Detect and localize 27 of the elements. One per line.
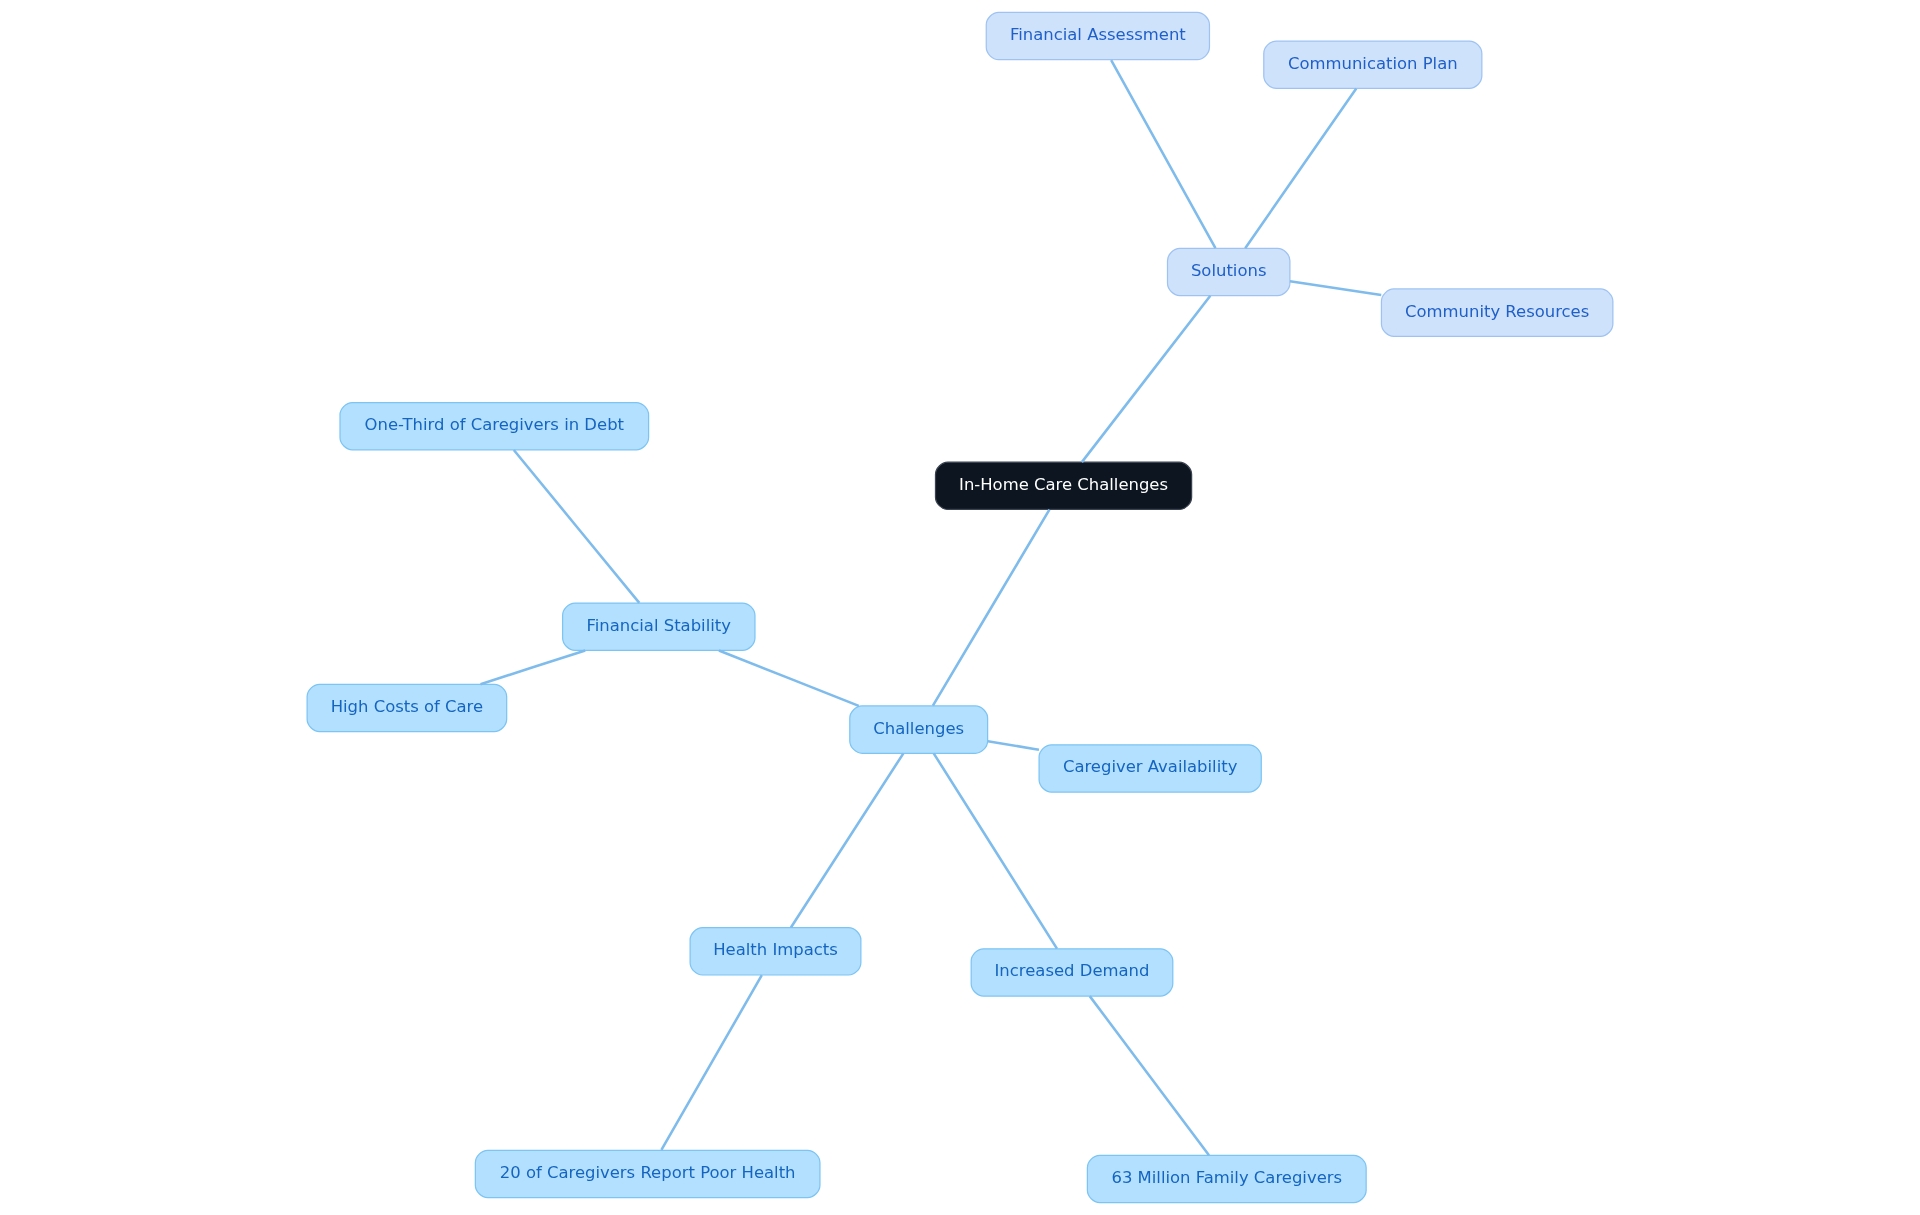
connector: [1080, 295, 1212, 463]
node-box: Financial Stability: [562, 602, 756, 651]
node-box: Health Impacts: [689, 927, 862, 976]
connector: [718, 649, 860, 708]
connector: [1110, 59, 1217, 249]
connector: [512, 449, 641, 604]
node-box: Communication Plan: [1263, 40, 1483, 89]
connector: [987, 739, 1040, 752]
node-box: Increased Demand: [970, 948, 1174, 997]
connector: [660, 974, 763, 1151]
connector: [789, 752, 905, 929]
connector: [1088, 995, 1210, 1156]
node-box: In-Home Care Challenges: [934, 461, 1193, 511]
node-box: One-Third of Caregivers in Debt: [339, 401, 650, 451]
node-box: Financial Assessment: [985, 11, 1211, 61]
connector: [932, 752, 1059, 950]
node-box: 20 of Caregivers Report Poor Health: [474, 1149, 821, 1199]
node-box: Caregiver Availability: [1038, 744, 1262, 793]
node-box: Challenges: [849, 705, 989, 754]
node-box: Solutions: [1166, 247, 1291, 297]
connector: [931, 509, 1051, 707]
node-box: High Costs of Care: [306, 683, 508, 733]
connector: [480, 649, 586, 686]
connector: [1244, 87, 1358, 249]
node-box: Community Resources: [1380, 288, 1614, 337]
node-box: 63 Million Family Caregivers: [1086, 1154, 1367, 1204]
connector: [1289, 280, 1382, 297]
